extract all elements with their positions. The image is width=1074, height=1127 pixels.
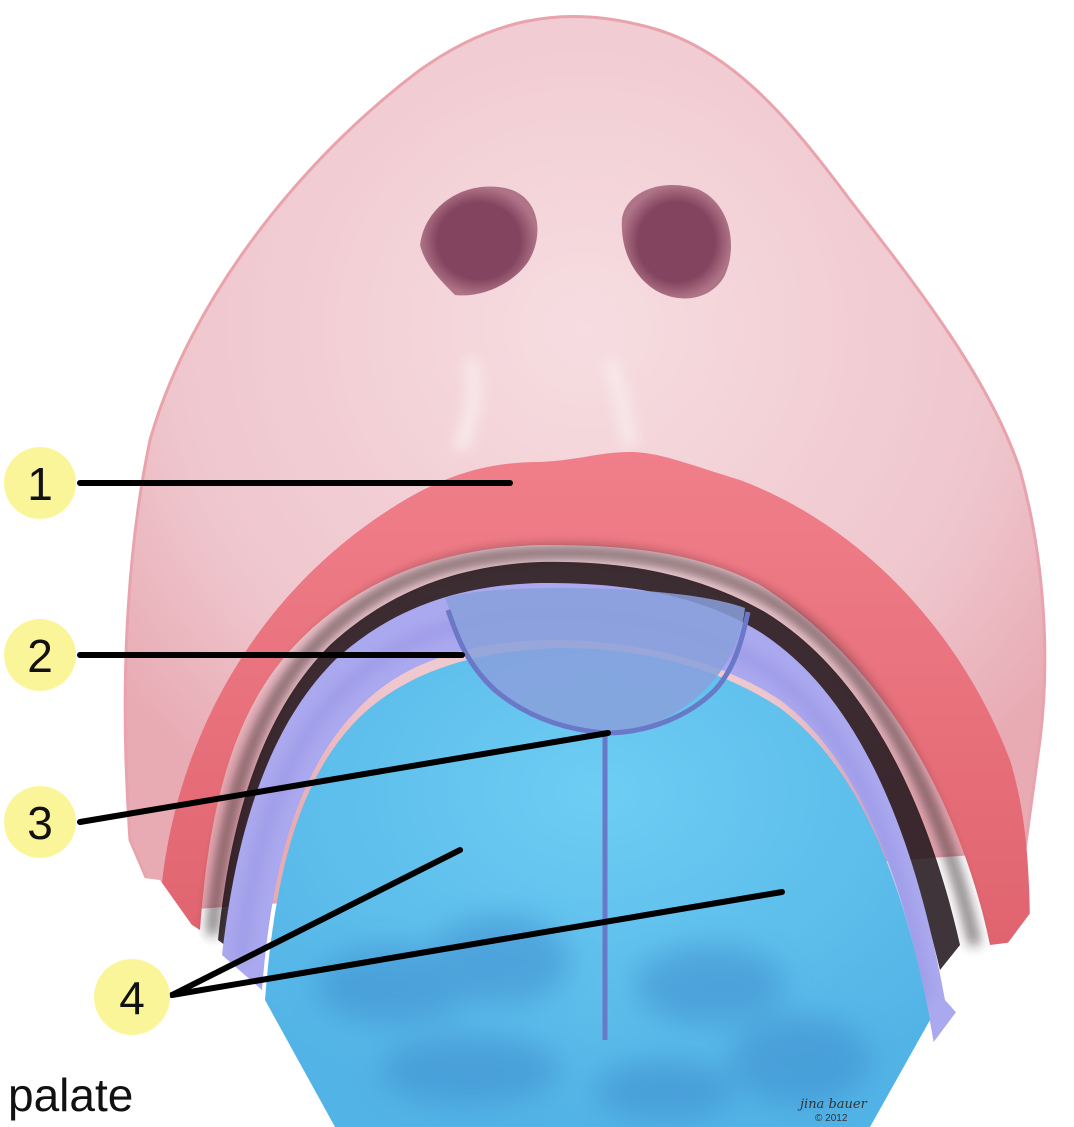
callout-3-number: 3 <box>27 797 53 849</box>
callout-4: 4 <box>94 959 170 1035</box>
callout-1-number: 1 <box>27 458 53 510</box>
callout-4-number: 4 <box>119 972 145 1024</box>
callout-2: 2 <box>4 619 76 691</box>
signature-year: © 2012 <box>815 1113 848 1124</box>
caption-label: palate <box>8 1072 133 1118</box>
callout-1: 1 <box>4 447 76 519</box>
signature-name: jina bauer <box>797 1097 868 1112</box>
callout-3: 3 <box>4 786 76 858</box>
callout-2-number: 2 <box>27 630 53 682</box>
